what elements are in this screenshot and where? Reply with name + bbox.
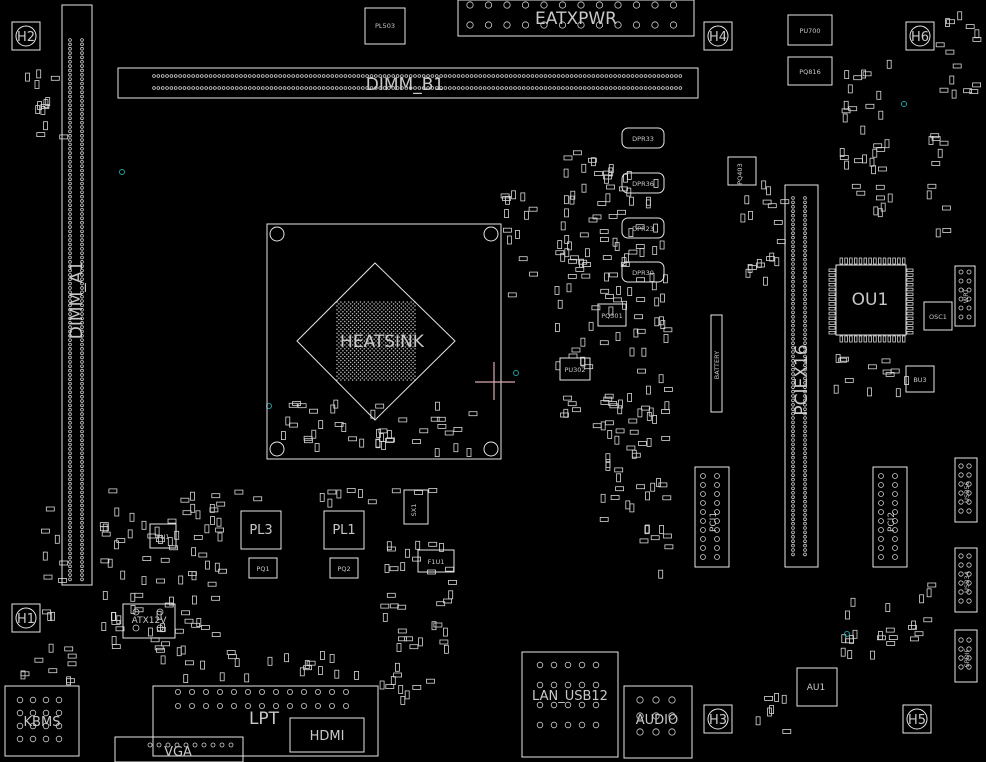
usb56-header: USB56 xyxy=(954,457,978,523)
f1u1-chip: F1U1 xyxy=(417,549,455,573)
sx1-label: SX1 xyxy=(410,504,418,517)
vga-connector: VGA xyxy=(114,736,244,762)
dpr36-label: DPR36 xyxy=(632,180,654,188)
wrt-header: WRT xyxy=(954,265,976,327)
bu3-label: BU3 xyxy=(913,376,926,384)
mounting-hole-h3: H3 xyxy=(703,704,733,734)
ou1-chip: OU1 xyxy=(835,264,907,336)
pq2-mosfet: PQ2 xyxy=(329,557,359,579)
pu302-label: PU302 xyxy=(564,366,585,374)
spdif-label: SPDIF xyxy=(963,648,971,667)
pq301-label: PQ301 xyxy=(601,312,622,320)
pq1-label: PQ1 xyxy=(256,565,269,573)
h4-label: H4 xyxy=(709,30,727,45)
pq1-mosfet: PQ1 xyxy=(248,557,278,579)
mounting-hole-h4: H4 xyxy=(703,21,733,51)
pl503-label: PL503 xyxy=(375,22,395,30)
osc1-label: OSC1 xyxy=(929,313,947,321)
h3-label: H3 xyxy=(709,713,727,728)
heatsink-label: HEATSINK xyxy=(340,332,425,352)
lpt-label: LPT xyxy=(249,709,280,729)
dimm-b1-slot: DIMM_B1 xyxy=(117,67,699,99)
mounting-hole-h2: H2 xyxy=(11,21,41,51)
usb34-label: USB34 xyxy=(963,571,971,593)
dpr36-array: DPR36 xyxy=(621,172,665,194)
wrt-label: WRT xyxy=(962,289,970,303)
mounting-hole-h6: H6 xyxy=(905,21,935,51)
sx1-crystal: SX1 xyxy=(403,489,429,525)
pu1-chip: PU1 xyxy=(149,523,177,549)
cpu-heatsink-area: HEATSINK xyxy=(266,223,515,460)
battery-holder: BATTERY xyxy=(710,314,723,413)
dpr23-array: DPR23 xyxy=(621,217,665,239)
pci2-header: PCI2 xyxy=(872,466,908,568)
lpt-connector: LPT xyxy=(152,685,379,757)
hdmi-connector: HDMI xyxy=(289,717,365,753)
pl3-label: PL3 xyxy=(249,523,272,538)
dimm-a1-label: DIMM_A1 xyxy=(67,261,87,339)
pl503-inductor: PL503 xyxy=(364,7,406,45)
usb56-label: USB56 xyxy=(963,481,971,503)
pl1-inductor: PL1 xyxy=(323,510,365,550)
pl3-inductor: PL3 xyxy=(240,510,282,550)
dpr23-label: DPR23 xyxy=(632,225,654,233)
dpr33-label: DPR33 xyxy=(632,135,654,143)
pciex16-slot: PCIEX16 xyxy=(784,184,819,568)
pq816-chip: PQ816 xyxy=(787,56,833,86)
mounting-hole-h5: H5 xyxy=(902,704,932,734)
pl1-label: PL1 xyxy=(332,523,355,538)
kbms-label: KBMS xyxy=(24,715,61,730)
pci1-header: PCI1 xyxy=(694,466,730,568)
pu1-label: PU1 xyxy=(157,533,170,541)
usb34-header: USB34 xyxy=(954,547,978,613)
kbms-connector: KBMS xyxy=(4,685,80,757)
pq816-label: PQ816 xyxy=(799,68,820,76)
cpu-ball-grid xyxy=(336,301,416,381)
f1u1-label: F1U1 xyxy=(428,558,445,566)
h1-label: H1 xyxy=(17,612,35,627)
pci1-label: PCI1 xyxy=(709,512,719,532)
osc1-crystal: OSC1 xyxy=(923,301,953,331)
dpr30-array: DPR30 xyxy=(621,261,665,283)
pq2-label: PQ2 xyxy=(337,565,350,573)
via-layer xyxy=(119,101,907,637)
dpr33-array: DPR33 xyxy=(621,127,665,149)
lan-usb12-connector: LAN_USB12 xyxy=(521,651,619,758)
h2-label: H2 xyxy=(17,30,35,45)
hdmi-label: HDMI xyxy=(310,729,345,744)
au1-chip: AU1 xyxy=(796,667,838,707)
ou1-label: OU1 xyxy=(852,290,889,310)
h5-label: H5 xyxy=(908,713,926,728)
pu302-chip: PU302 xyxy=(559,357,591,381)
smd-pad-layer xyxy=(20,11,982,734)
mounting-hole-h1: H1 xyxy=(11,603,41,633)
atx12v-label: ATX12V xyxy=(132,616,168,626)
audio-connector: AUDIO xyxy=(623,685,693,759)
pin-grid-layer xyxy=(16,1,972,748)
eatxpwr-connector: EATXPWR xyxy=(457,0,695,37)
h6-label: H6 xyxy=(911,30,929,45)
dpr30-label: DPR30 xyxy=(632,269,654,277)
dimm-a1-slot: DIMM_A1 xyxy=(61,4,93,586)
pci2-label: PCI2 xyxy=(887,512,897,532)
battery-label: BATTERY xyxy=(713,351,721,379)
dimm-b1-label: DIMM_B1 xyxy=(366,75,444,95)
pq403-label: PQ403 xyxy=(736,163,744,184)
au1-label: AU1 xyxy=(807,683,825,693)
pq301-mosfet: PQ301 xyxy=(597,303,627,327)
lan-usb12-label: LAN_USB12 xyxy=(532,689,608,704)
pciex16-label: PCIEX16 xyxy=(792,344,812,415)
vga-label: VGA xyxy=(164,745,192,760)
pu700-label: PU700 xyxy=(799,27,820,35)
eatxpwr-label: EATXPWR xyxy=(535,9,617,29)
pu700-chip: PU700 xyxy=(787,14,833,46)
spdif-header: SPDIF xyxy=(954,629,978,683)
pq403-mosfet: PQ403 xyxy=(727,156,757,186)
atx12v-connector: ATX12V xyxy=(122,603,176,639)
audio-label: AUDIO xyxy=(636,713,679,728)
bu3-chip: BU3 xyxy=(905,365,935,393)
